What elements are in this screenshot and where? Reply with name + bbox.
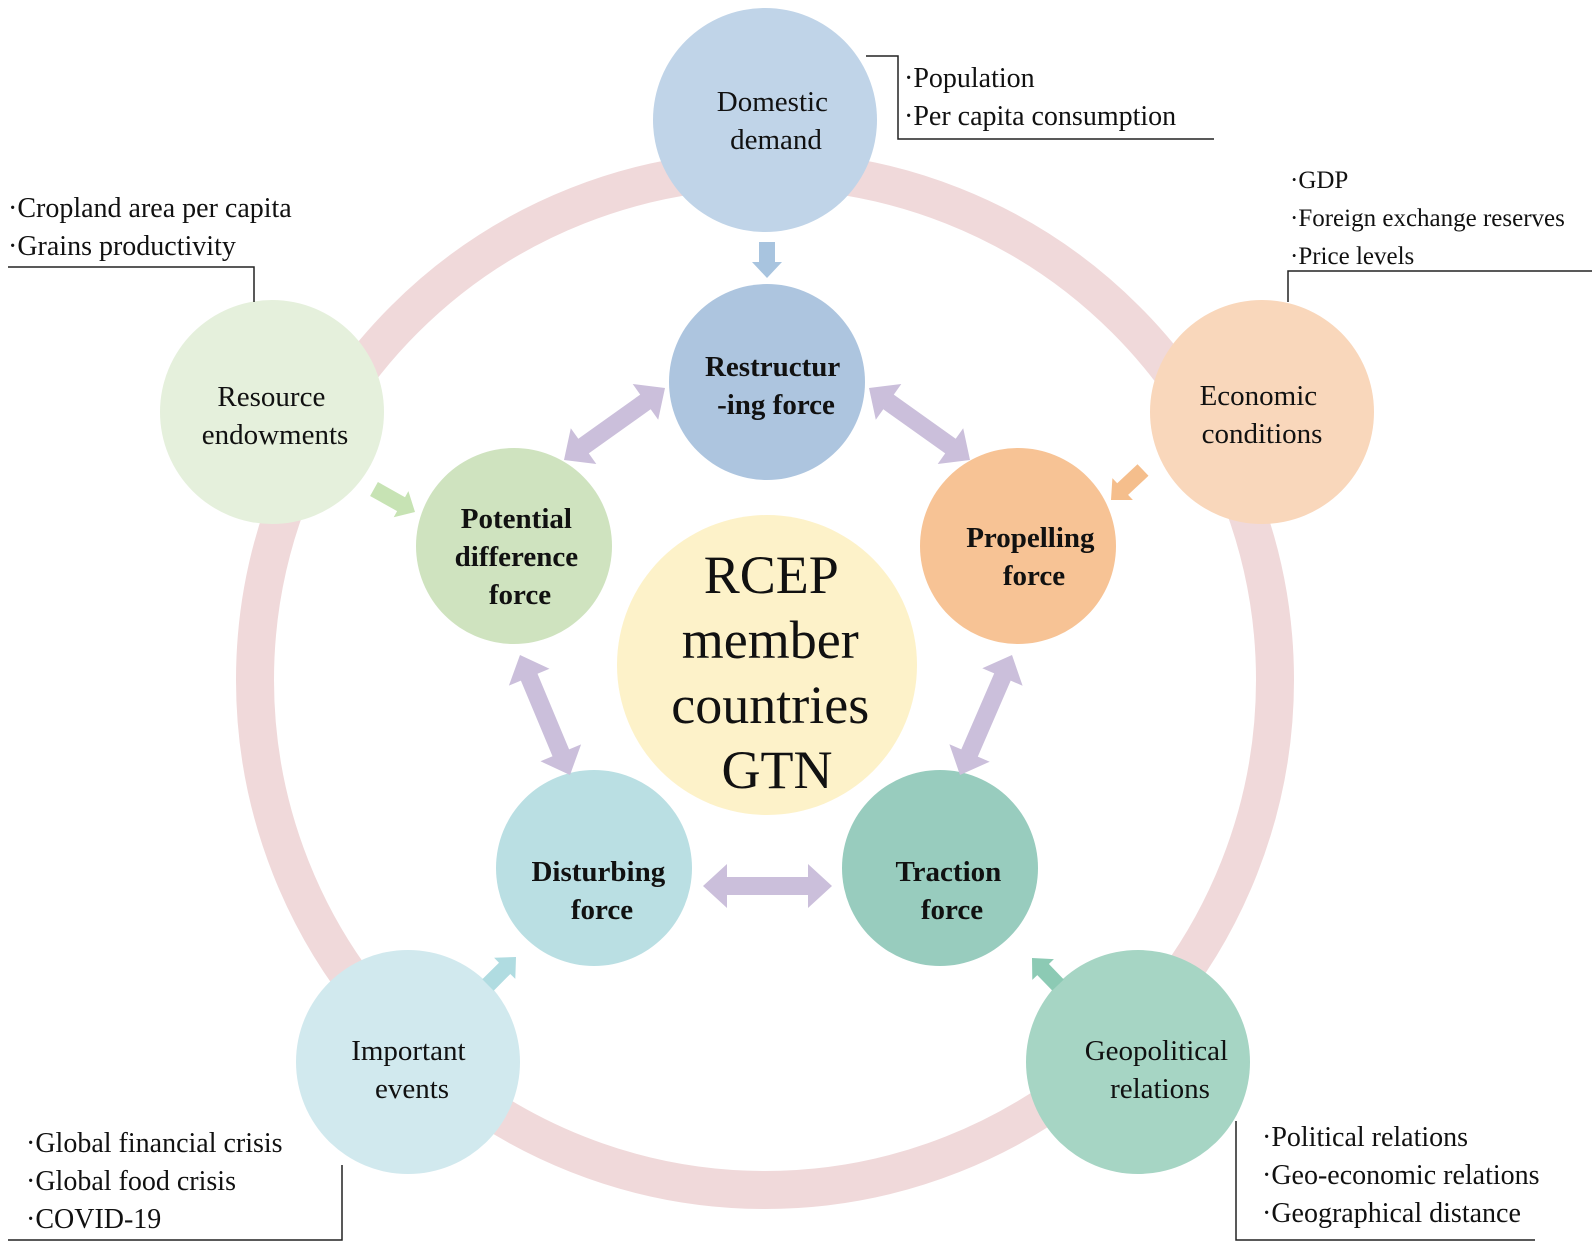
disturbing-force-label: Disturbing force <box>531 856 672 926</box>
potential-difference-force-circle <box>416 448 612 644</box>
callout-line-domestic <box>866 55 1214 140</box>
double-arrow-restructuring-potential <box>564 384 665 464</box>
geopolitical-relations-circle <box>1026 950 1250 1174</box>
callout-line-events <box>8 1165 343 1241</box>
propelling-force-circle <box>920 448 1116 644</box>
potential-difference-force-label: Potential difference force <box>455 503 586 611</box>
center-label: RCEP member countries GTN <box>671 545 882 800</box>
economic-indicators: ·GDP ·Foreign exchange reserves ·Price l… <box>1290 167 1571 270</box>
important-events-label: Important events <box>351 1035 473 1105</box>
geopolitical-relations-label: Geopolitical relations <box>1085 1035 1236 1105</box>
callout-line-resource <box>8 266 255 302</box>
events-indicators: ·Global financial crisis ·Global food cr… <box>26 1128 290 1235</box>
geopolitical-indicators: ·Political relations ·Geo-economic relat… <box>1262 1122 1547 1229</box>
callout-lines <box>8 55 1592 1241</box>
arrow-resource-to-potential <box>370 482 415 518</box>
center-circle <box>617 515 917 815</box>
domestic-indicators: ·Population ·Per capita consumption <box>904 63 1176 132</box>
resource-indicators: ·Cropland area per capita ·Grains produc… <box>8 193 299 262</box>
double-arrow-potential-disturbing <box>508 655 582 775</box>
resource-endowments-circle <box>160 300 384 524</box>
arrow-domestic-to-restructuring <box>752 242 782 278</box>
important-events-circle <box>296 950 520 1174</box>
domestic-demand-label: Domestic demand <box>717 86 835 156</box>
economic-conditions-label: Economic conditions <box>1200 380 1325 450</box>
domestic-demand-circle <box>653 8 877 232</box>
propelling-force-label: Propelling force <box>966 522 1102 592</box>
callout-line-geopolitical <box>1235 1121 1535 1241</box>
traction-force-label: Traction force <box>895 856 1008 926</box>
double-arrow-disturbing-traction <box>703 864 832 908</box>
interaction-arrows <box>508 384 1023 908</box>
traction-force-circle <box>842 770 1038 966</box>
economic-conditions-circle <box>1150 300 1374 524</box>
arrow-events-to-disturbing <box>482 957 516 991</box>
disturbing-force-circle <box>496 770 692 966</box>
influence-arrows <box>370 242 1149 991</box>
double-arrow-restructuring-propelling <box>869 384 970 464</box>
restructuring-force-circle <box>669 284 865 480</box>
arrow-geopolitical-to-traction <box>1032 958 1064 991</box>
restructuring-force-label: Restructur -ing force <box>705 351 847 421</box>
double-arrow-propelling-traction <box>949 655 1023 775</box>
callout-line-economic <box>1287 270 1592 302</box>
arrow-economic-to-propelling <box>1111 464 1149 500</box>
resource-endowments-label: Resource endowments <box>202 381 349 451</box>
